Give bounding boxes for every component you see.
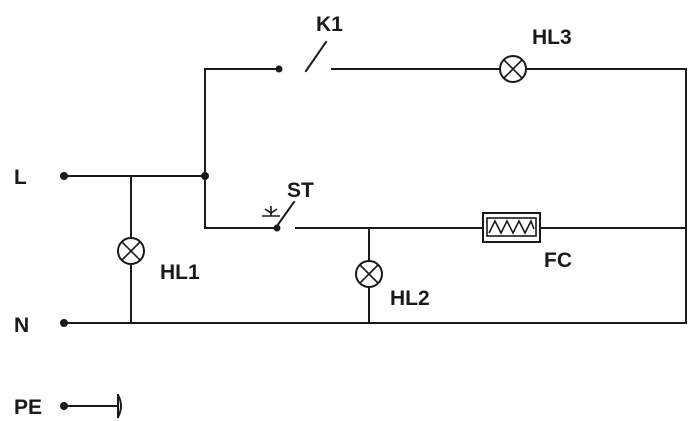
- junctions: [60, 65, 283, 410]
- wires: [63, 68, 687, 324]
- k1-blade: [304, 40, 328, 73]
- k1-contact-dot: [275, 65, 283, 73]
- heater-zigzag: [488, 219, 535, 235]
- heater-fc-icon: [482, 212, 541, 243]
- st-actuator-mark: [264, 208, 278, 214]
- label-fc: FC: [544, 249, 572, 272]
- lamp-hl3-icon: [499, 55, 527, 83]
- label-hl2: HL2: [390, 287, 430, 310]
- earth-pe-icon: [63, 393, 122, 419]
- label-l: L: [14, 166, 27, 189]
- lamp-hl2-icon: [355, 260, 383, 288]
- terminal-l-dot: [60, 172, 68, 180]
- lamp-hl1-icon: [117, 237, 145, 265]
- label-hl1: HL1: [160, 261, 200, 284]
- label-n: N: [14, 314, 29, 337]
- label-k1: K1: [316, 13, 343, 36]
- st-contact-dot: [273, 224, 281, 232]
- label-st: ST: [287, 179, 314, 202]
- label-pe: PE: [14, 396, 42, 419]
- earth-arc: [116, 393, 122, 419]
- st-blade: [275, 200, 296, 228]
- text-labels: L N PE K1 ST HL1 HL2 HL3 FC: [14, 13, 572, 419]
- junction-dot: [201, 172, 209, 180]
- thermostat-st-icon: [262, 200, 296, 228]
- terminal-n-dot: [60, 319, 68, 327]
- label-hl3: HL3: [532, 26, 572, 49]
- switch-k1-icon: [304, 40, 328, 73]
